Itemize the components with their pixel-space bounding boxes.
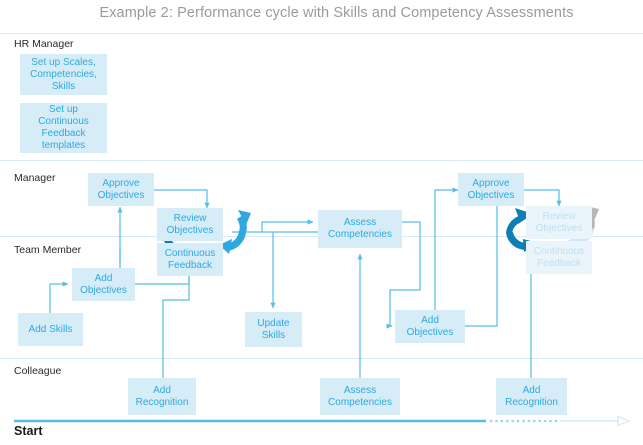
node-continuous-feedback-1[interactable]: Continuous Feedback: [157, 243, 223, 276]
node-add-objectives-2[interactable]: Add Objectives: [395, 310, 465, 343]
node-setup-scales[interactable]: Set up Scales, Competencies, Skills: [20, 54, 107, 95]
node-assess-competencies-2[interactable]: Assess Competencies: [320, 378, 400, 415]
lane-label-manager: Manager: [14, 172, 56, 184]
node-add-recognition-2[interactable]: Add Recognition: [496, 378, 567, 415]
lane-divider-top: [0, 33, 643, 34]
node-add-recognition-1[interactable]: Add Recognition: [128, 378, 196, 415]
node-continuous-feedback-2[interactable]: Continuous Feedback: [526, 241, 592, 274]
node-setup-cf-templates[interactable]: Set up Continuous Feedback templates: [20, 103, 107, 153]
timeline-start-label: Start: [14, 424, 43, 438]
node-review-objectives-1[interactable]: Review Objectives: [157, 208, 223, 241]
page-title: Example 2: Performance cycle with Skills…: [99, 5, 574, 21]
node-assess-competencies-1[interactable]: Assess Competencies: [318, 210, 402, 248]
node-approve-objectives-2[interactable]: Approve Objectives: [458, 173, 524, 206]
node-update-skills[interactable]: Update Skills: [245, 312, 302, 347]
node-approve-objectives-1[interactable]: Approve Objectives: [88, 173, 154, 206]
lane-label-team-member: Team Member: [14, 244, 82, 256]
lane-label-hr-manager: HR Manager: [14, 38, 74, 50]
lane-divider-manager: [0, 160, 643, 161]
lane-divider-colleague: [0, 358, 643, 359]
node-add-skills[interactable]: Add Skills: [18, 313, 83, 346]
lane-label-colleague: Colleague: [14, 365, 62, 377]
node-add-objectives-1[interactable]: Add Objectives: [72, 268, 135, 301]
node-review-objectives-2[interactable]: Review Objectives: [526, 206, 592, 239]
